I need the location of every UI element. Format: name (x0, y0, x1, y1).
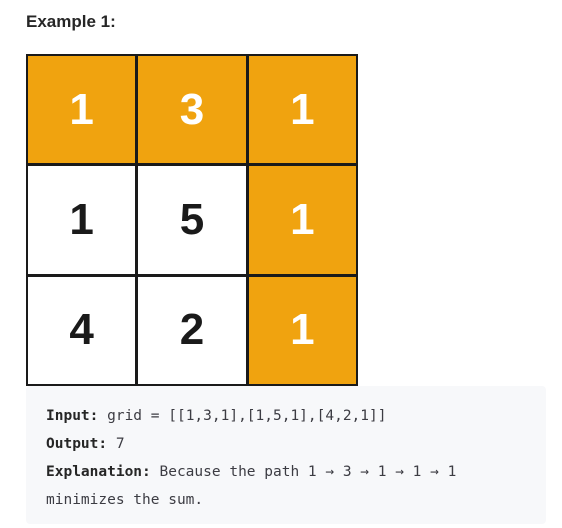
grid-cell: 4 (28, 276, 136, 384)
grid-cell: 1 (28, 166, 136, 274)
output-label: Output: (46, 436, 108, 452)
grid-illustration: 1 3 1 1 5 1 4 2 1 (26, 54, 358, 386)
output-value: 7 (107, 436, 125, 452)
example-explanation-box: Input: grid = [[1,3,1],[1,5,1],[4,2,1]] … (26, 386, 546, 524)
grid-cell: 5 (138, 166, 246, 274)
input-line: Input: grid = [[1,3,1],[1,5,1],[4,2,1]] (46, 402, 526, 430)
explanation-line: Explanation: Because the path 1 → 3 → 1 … (46, 458, 526, 514)
grid-cell: 1 (248, 56, 356, 164)
grid-cell: 1 (248, 276, 356, 384)
example-title: Example 1: (26, 12, 116, 31)
explanation-label: Explanation: (46, 464, 151, 480)
grid-cell: 3 (138, 56, 246, 164)
input-label: Input: (46, 408, 99, 424)
output-line: Output: 7 (46, 430, 526, 458)
grid-cell: 1 (248, 166, 356, 274)
explanation-value: Because the path 1 → 3 → 1 → 1 → 1 minim… (46, 464, 466, 508)
input-value: grid = [[1,3,1],[1,5,1],[4,2,1]] (98, 408, 387, 424)
grid-cell: 2 (138, 276, 246, 384)
grid-cell: 1 (28, 56, 136, 164)
